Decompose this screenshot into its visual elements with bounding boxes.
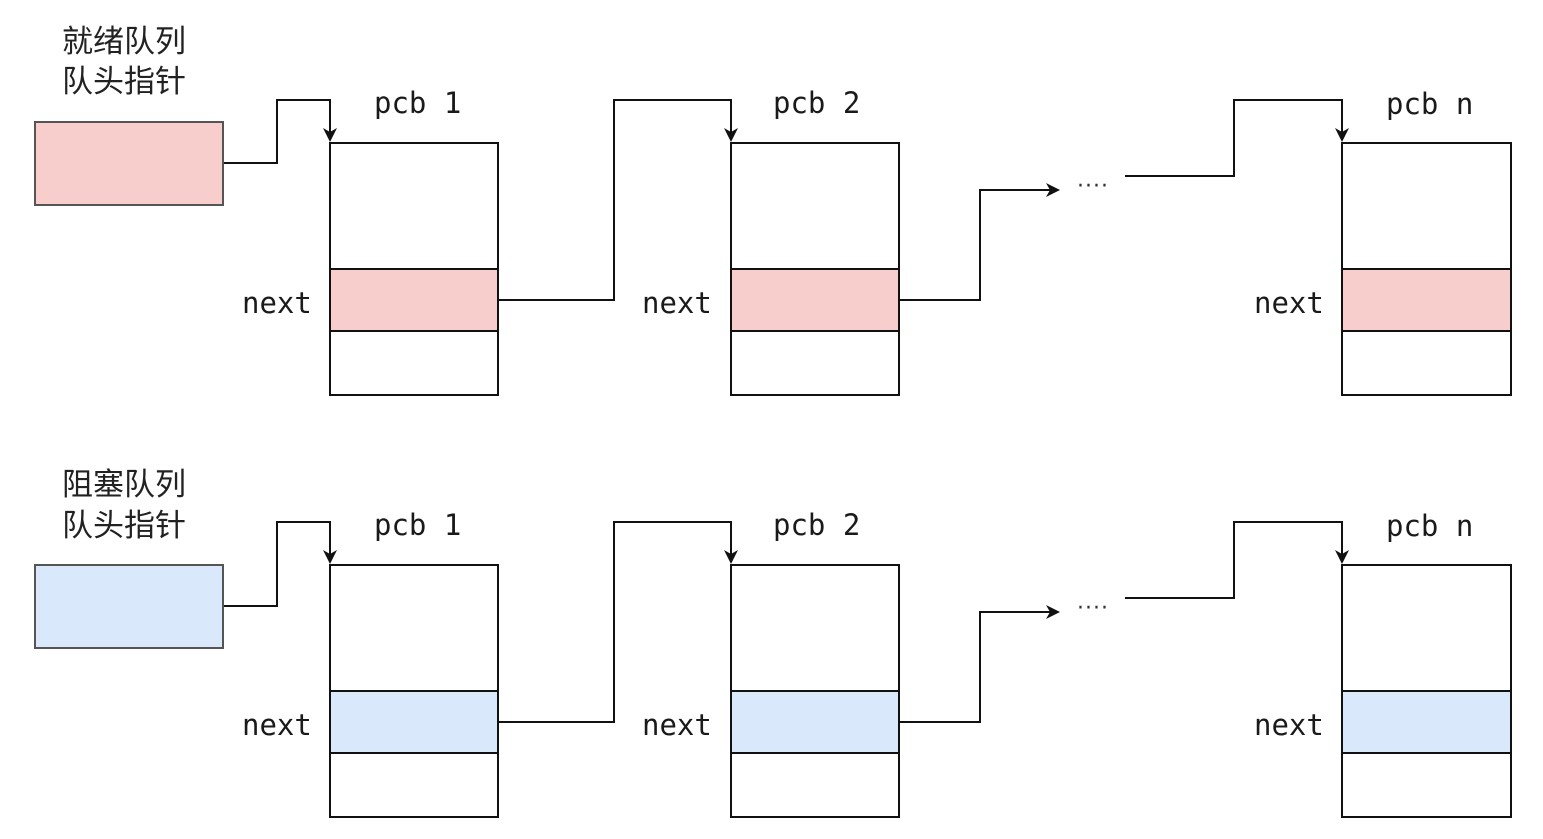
blocked-pcb2-title: pcb 2 [773, 508, 861, 542]
ready-pcb2-next-field [730, 268, 900, 332]
ready-pcb1-to-pcb2-connector [498, 99, 738, 301]
ready-queue-head-pointer [34, 121, 224, 206]
blocked-queue-label-line2: 队头指针 [62, 508, 186, 544]
blocked-pcbn-next-field [1341, 690, 1512, 754]
blocked-pcbn-next-label: next [1254, 708, 1324, 742]
blocked-pcb1-title: pcb 1 [374, 508, 462, 542]
blocked-ellipsis: ···· [1077, 596, 1109, 621]
ready-head-connector [224, 99, 337, 164]
blocked-pcb1-next-field [329, 690, 499, 754]
ready-pcb1-next-label: next [242, 286, 312, 320]
ready-pcbn-next-field [1341, 268, 1512, 332]
ready-ellipsis: ···· [1077, 174, 1109, 199]
ready-queue-label-line1: 就绪队列 [62, 24, 186, 60]
ready-pcb2-title: pcb 2 [773, 86, 861, 120]
ready-pcb2-to-ellipsis-connector [899, 183, 1060, 301]
blocked-pcb2-next-field [730, 690, 900, 754]
blocked-pcb1-next-label: next [242, 708, 312, 742]
blocked-queue-label-line1: 阻塞队列 [62, 467, 186, 503]
ready-pcbn-next-label: next [1254, 286, 1324, 320]
blocked-ellipsis-to-pcbn-connector [1125, 521, 1349, 599]
ready-queue-label-line2: 队头指针 [62, 64, 186, 100]
blocked-pcbn-title: pcb n [1386, 509, 1474, 543]
blocked-queue-head-pointer [34, 564, 224, 649]
ready-ellipsis-to-pcbn-connector [1125, 99, 1349, 177]
blocked-head-connector [224, 521, 337, 607]
ready-pcb1-title: pcb 1 [374, 86, 462, 120]
blocked-pcb2-to-ellipsis-connector [899, 605, 1060, 723]
ready-pcb1-next-field [329, 268, 499, 332]
blocked-pcb1-to-pcb2-connector [498, 521, 738, 723]
ready-pcbn-title: pcb n [1386, 87, 1474, 121]
blocked-pcb2-next-label: next [642, 708, 712, 742]
ready-pcb2-next-label: next [642, 286, 712, 320]
